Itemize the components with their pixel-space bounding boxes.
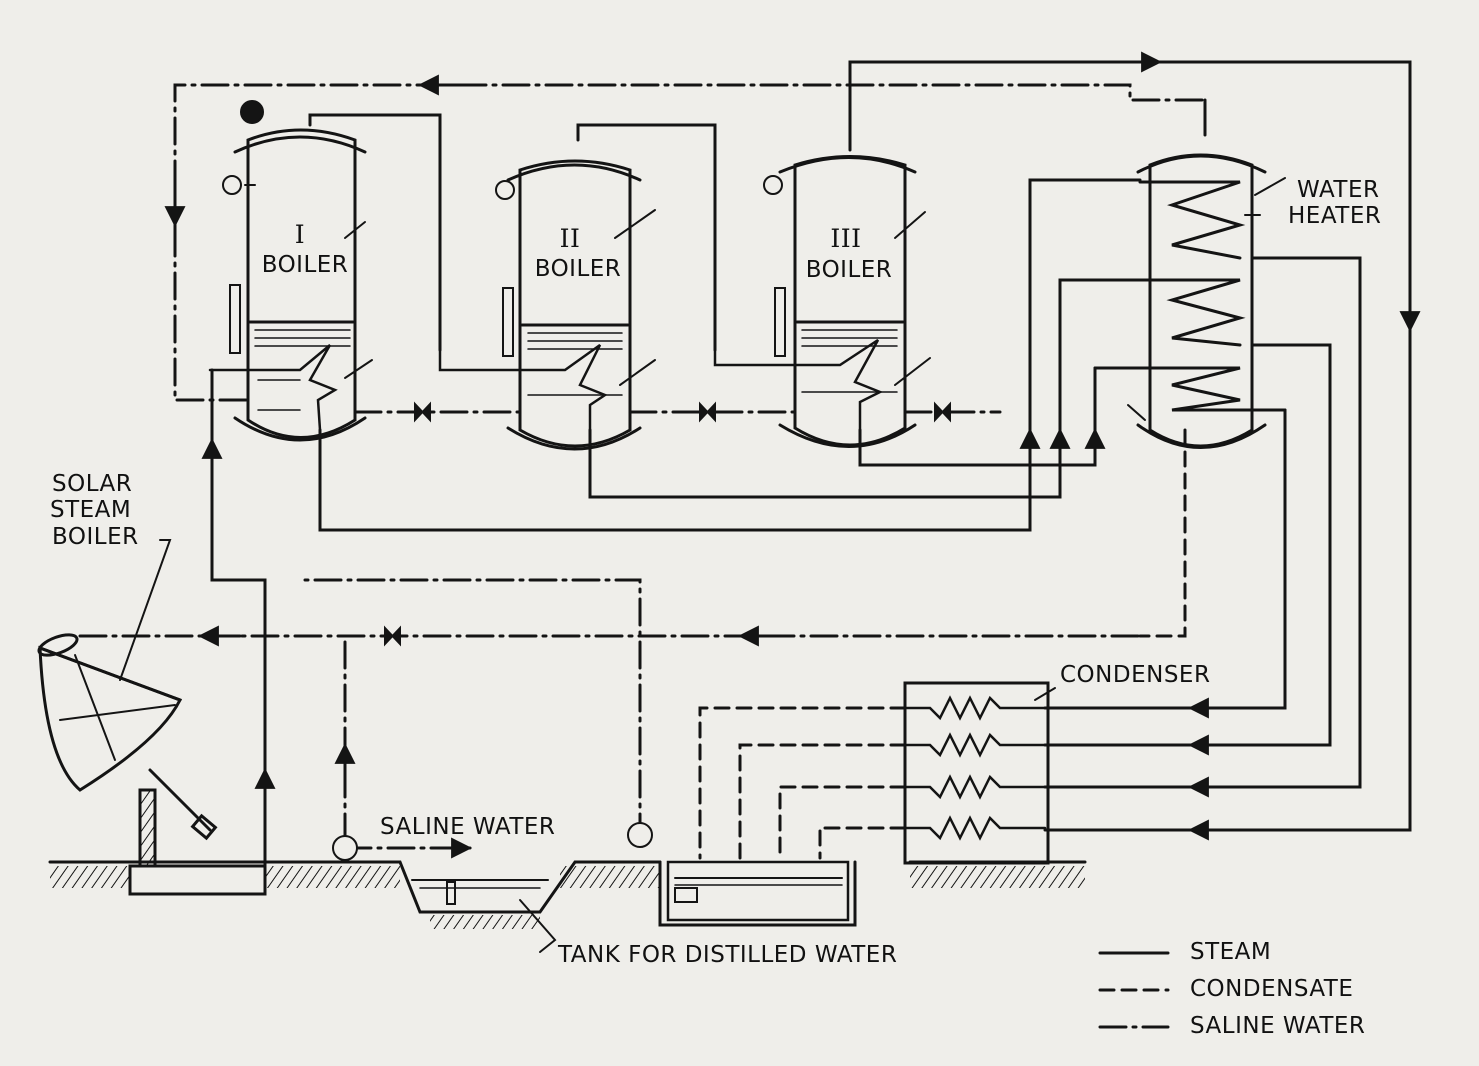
saline-arrows <box>164 74 782 859</box>
condenser <box>903 681 1050 865</box>
leader-lines <box>119 214 1261 953</box>
legend-condensate-label: CONDENSATE <box>1190 976 1354 1002</box>
solar-boiler-label-line3: BOILER <box>52 524 139 550</box>
saline-water-pit <box>411 879 549 905</box>
condensate-lines <box>698 428 1187 860</box>
water-heater <box>1093 153 1287 449</box>
water-heater-label-line2: HEATER <box>1288 203 1382 229</box>
boiler-1-number: I <box>294 220 306 249</box>
boiler-2 <box>438 159 656 451</box>
boiler-1-label: BOILER <box>261 252 349 278</box>
legend-swatches <box>1098 951 1170 1029</box>
water-heater-label-line1: WATER <box>1297 177 1380 203</box>
legend-steam-label: STEAM <box>1190 939 1272 965</box>
boiler-1 <box>208 128 373 442</box>
boiler-3-label: BOILER <box>805 257 893 283</box>
solar-boiler-label-line2: STEAM <box>50 497 132 523</box>
solar-boiler-label-line1: SOLAR <box>52 471 133 497</box>
tank-label: TANK FOR DISTILLED WATER <box>558 942 898 968</box>
legend-saline-label: SALINE WATER <box>1190 1013 1366 1039</box>
boiler-2-number: II <box>559 224 581 253</box>
steam-lines <box>201 51 1421 892</box>
valves <box>240 100 951 861</box>
condenser-label: CONDENSER <box>1060 662 1211 688</box>
boiler-2-label: BOILER <box>534 256 622 282</box>
solar-dish <box>37 633 267 896</box>
distilled-water-tank <box>666 860 850 922</box>
saline-water-label: SALINE WATER <box>380 814 556 840</box>
boiler-3-number: III <box>830 224 862 253</box>
boiler-3 <box>713 155 931 448</box>
saline-lines <box>78 83 1207 850</box>
